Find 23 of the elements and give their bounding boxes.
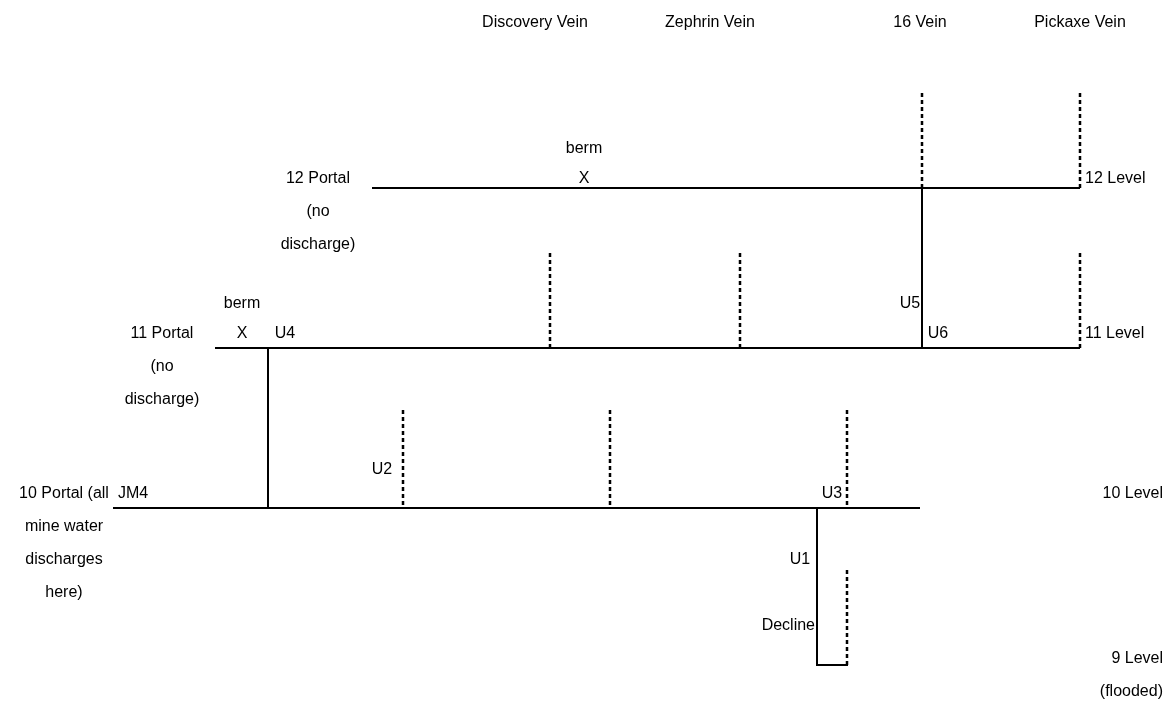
vein-name: 16 Vein bbox=[893, 12, 947, 32]
berm-mark: X bbox=[578, 168, 590, 188]
station-label: U6 bbox=[927, 323, 949, 343]
berm-label: berm bbox=[565, 138, 603, 158]
station-label: U3 bbox=[821, 483, 843, 503]
vein-name: Discovery Vein bbox=[482, 12, 588, 32]
station-label: U5 bbox=[899, 293, 921, 313]
portal-label: 12 Portal (no discharge) bbox=[279, 168, 357, 254]
level-label: 10 Level bbox=[1102, 483, 1163, 503]
berm-label: berm bbox=[223, 293, 261, 313]
station-label: JM4 bbox=[117, 483, 149, 503]
station-label: U1 bbox=[789, 549, 811, 569]
vein-name: Pickaxe Vein bbox=[1034, 12, 1126, 32]
level-label: 9 Level (flooded) bbox=[1098, 648, 1163, 701]
berm-mark: X bbox=[236, 323, 248, 343]
level-label: 12 Level bbox=[1085, 168, 1146, 188]
vein-name: Zephrin Vein bbox=[665, 12, 755, 32]
portal-label: 11 Portal (no discharge) bbox=[123, 323, 201, 409]
station-label: U2 bbox=[371, 459, 393, 479]
portal-label: 10 Portal (all mine water discharges here) bbox=[19, 483, 109, 602]
level-label: 11 Level bbox=[1085, 323, 1145, 343]
decline-label: Decline bbox=[761, 615, 815, 635]
station-label: U4 bbox=[274, 323, 296, 343]
